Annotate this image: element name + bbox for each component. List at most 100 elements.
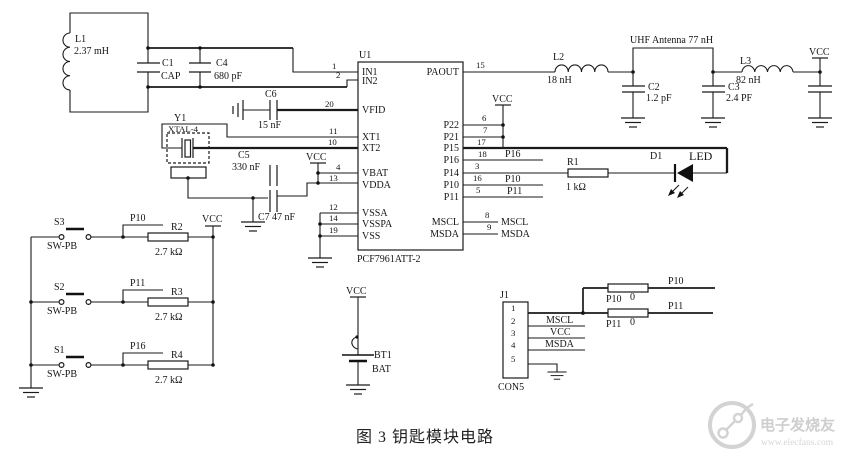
- switch-row-s2: S2 SW-PB P11 R3 2.7 kΩ: [31, 278, 215, 323]
- j1-value: CON5: [498, 382, 524, 393]
- bt1-refdes: BT1: [374, 350, 392, 361]
- rj-p10-value: 0: [630, 292, 635, 303]
- vcc-label: VCC: [306, 152, 327, 163]
- c5-refdes: C5: [238, 150, 250, 161]
- pin-num: 2: [336, 70, 340, 80]
- tank-circuit: L1 2.37 mH C1 CAP C4 680 pF: [62, 12, 358, 113]
- j1-pin-num: 3: [511, 328, 516, 338]
- c1-value: CAP: [161, 71, 181, 82]
- inductor-l3: L3 82 nH: [736, 56, 794, 86]
- watermark-brand: 电子发烧友: [760, 416, 835, 434]
- led-d1-icon: [668, 164, 727, 198]
- l2-value: 18 nH: [547, 75, 572, 86]
- capacitor-c5-c7: C5 330 nF C7 47 nF: [232, 150, 358, 232]
- net-label: P10: [130, 213, 146, 224]
- resistor-r3: [147, 297, 189, 307]
- r2-value: 2.7 kΩ: [155, 247, 182, 258]
- vcc-label: VCC: [346, 286, 367, 297]
- vss-ground: [307, 212, 358, 268]
- switch-row-s3: S3 SW-PB P10 R2 2.7 kΩ: [31, 213, 215, 258]
- ic-body: [357, 61, 464, 251]
- switch-row-s1: S1 SW-PB P16 R4 2.7 kΩ: [31, 341, 215, 386]
- led-branch: R1 1 kΩ D1 LED: [463, 146, 729, 198]
- j1-net-vcc: VCC: [550, 327, 571, 338]
- pin-num: 13: [329, 173, 338, 183]
- c2-refdes: C2: [648, 82, 660, 93]
- pin-num: 12: [329, 202, 338, 212]
- j1-net-msda: MSDA: [545, 339, 575, 350]
- net-label-p11: P11: [507, 186, 522, 197]
- c4-refdes: C4: [216, 58, 228, 69]
- l1-value: 2.37 mH: [74, 46, 109, 57]
- pin-num: 10: [328, 137, 337, 147]
- l1-refdes: L1: [75, 34, 86, 45]
- net-label-p10: P10: [668, 276, 684, 287]
- pin-name: IN2: [362, 76, 378, 87]
- net-label-p11: P11: [668, 301, 683, 312]
- pin-name: P11: [444, 192, 459, 203]
- j1-pin-num: 5: [511, 354, 516, 364]
- pin-num: 4: [336, 162, 341, 172]
- ground-icon: [700, 117, 726, 128]
- s3-type: SW-PB: [47, 241, 77, 252]
- resistor-r4: [147, 360, 189, 370]
- resistor-r1: R1 1 kΩ: [566, 157, 609, 193]
- pin-name: P21: [443, 132, 459, 143]
- pin-num: 6: [482, 113, 487, 123]
- pin-name: MSCL: [432, 217, 459, 228]
- pin-num: 7: [483, 125, 488, 135]
- pin-num: 15: [476, 60, 485, 70]
- s1-refdes: S1: [54, 345, 65, 356]
- pin-name: PAOUT: [427, 67, 459, 78]
- vcc-keypad: VCC: [202, 214, 223, 365]
- vcc-label: VCC: [809, 47, 830, 58]
- r4-refdes: R4: [171, 350, 183, 361]
- ground-icon: [307, 257, 333, 268]
- crystal-dashed-outline: [166, 132, 210, 164]
- r2-refdes: R2: [171, 222, 183, 233]
- net-label-p16: P16: [505, 149, 521, 160]
- s1-type: SW-PB: [47, 369, 77, 380]
- ic-u1: U1 PCF7961ATT-2 1 2 20 11 10 4 13 12 14 …: [325, 50, 492, 265]
- pin-num: 5: [476, 185, 481, 195]
- crystal-y1: Y1 XTAL-4: [161, 113, 358, 199]
- net-stubs-u1: P16 P10 P11 MSCL MSDA: [463, 149, 543, 240]
- pin-name: P10: [443, 180, 459, 191]
- c5-value: 330 nF: [232, 162, 261, 173]
- pin-name: VSS: [362, 231, 380, 242]
- resistor-rj-p10: P10 0 P10: [583, 276, 715, 305]
- ground-icon: [345, 384, 371, 395]
- pin-num: 16: [473, 173, 482, 183]
- capacitor-c1: C1 CAP: [137, 48, 181, 87]
- c3-refdes: C3: [728, 82, 740, 93]
- antenna-label: UHF Antenna 77 nH: [630, 35, 713, 46]
- watermark: 电子发烧友 www.elecfans.com: [708, 401, 835, 449]
- inductor-l1-coil: [62, 32, 71, 91]
- j1-pin-num: 4: [511, 340, 516, 350]
- u1-refdes: U1: [359, 50, 371, 61]
- j1-pin-num: 2: [511, 316, 515, 326]
- s3-refdes: S3: [54, 217, 65, 228]
- pin-num: 20: [325, 99, 334, 109]
- c4-value: 680 pF: [214, 71, 243, 82]
- pin-name: VSSPA: [362, 219, 393, 230]
- vcc-label: VCC: [492, 94, 513, 105]
- ground-rotated-icon: [232, 100, 244, 120]
- keypad-switches: VCC S3 SW-PB P10 R2 2.7 kΩ S2: [18, 213, 223, 398]
- capacitor-c3: C3 2.4 PF: [700, 72, 753, 128]
- vcc-label: VCC: [202, 214, 223, 225]
- resistor-r2: [147, 232, 189, 242]
- antenna-loop: [632, 47, 714, 72]
- watermark-url: www.elecfans.com: [761, 437, 834, 448]
- pin-name: P15: [443, 143, 459, 154]
- j1-refdes: J1: [500, 290, 509, 301]
- s2-type: SW-PB: [47, 306, 77, 317]
- pin-num: 14: [329, 213, 338, 223]
- c6-value: 15 nF: [258, 120, 282, 131]
- elecfans-logo-icon: [708, 401, 756, 449]
- pin-name: IN1: [362, 67, 378, 78]
- bt1-value: BAT: [372, 364, 391, 375]
- ground-icon: [240, 221, 266, 232]
